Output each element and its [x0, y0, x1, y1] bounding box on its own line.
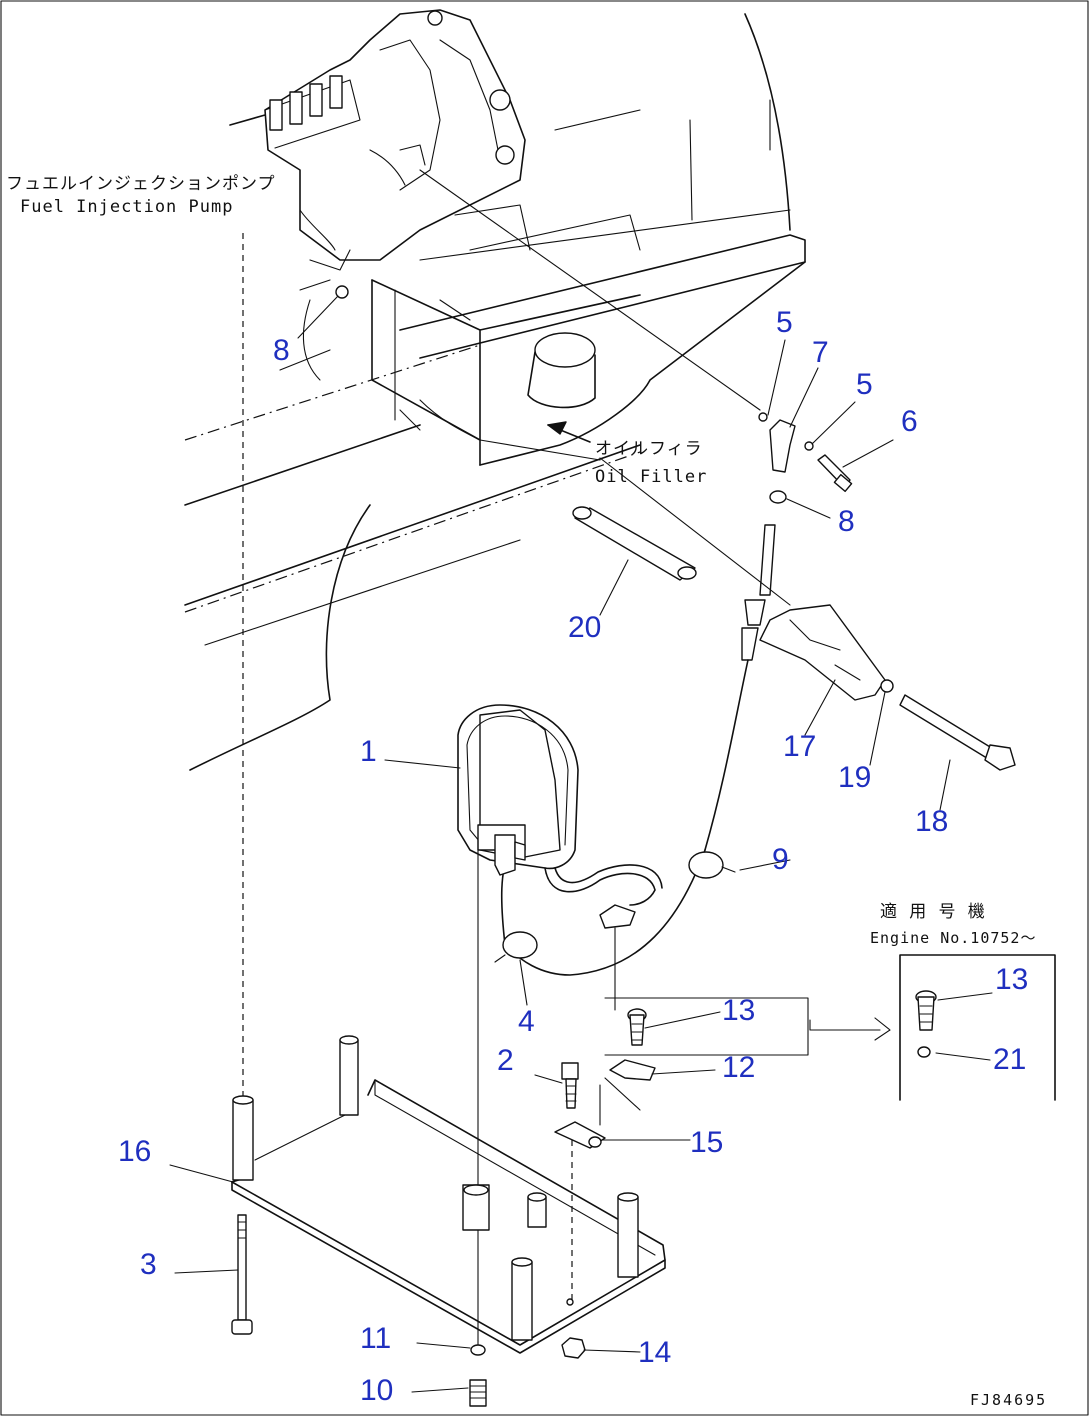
callout-19: 19 [838, 761, 872, 794]
fuel-injection-pump [229, 9, 526, 299]
callout-8-lower: 8 [838, 505, 855, 538]
nut-part-14 [561, 1337, 586, 1359]
callout-15: 15 [690, 1126, 724, 1159]
callout-3: 3 [140, 1248, 157, 1281]
callout-4: 4 [518, 1005, 535, 1038]
callout-2: 2 [497, 1044, 514, 1077]
sensor-unit-part-1 [457, 704, 663, 929]
callout-12: 12 [722, 1051, 756, 1084]
callout-13-main: 13 [722, 994, 756, 1027]
fuel-injection-pump-label-en: Fuel Injection Pump [20, 197, 234, 217]
oil-filler-label-jp: オイルフィラ [595, 439, 703, 459]
leader-lines [169, 295, 993, 1393]
bracket-part-17 [759, 604, 1016, 771]
bolt-part-10 [469, 1379, 487, 1407]
callout-5-lower: 5 [856, 368, 873, 401]
serial-applicability-label-en: Engine No.10752～ [870, 929, 1037, 947]
base-plate-part-16 [231, 1035, 666, 1354]
callout-8-upper: 8 [273, 334, 290, 367]
callout-16: 16 [118, 1135, 152, 1168]
callout-21: 21 [993, 1043, 1027, 1076]
bolt-part-2 [561, 1062, 579, 1109]
washer-part-11 [470, 1344, 486, 1356]
bracket-part-12 [599, 1059, 656, 1126]
throttle-cable [479, 412, 853, 976]
callout-6: 6 [901, 405, 918, 438]
engine-block [184, 13, 806, 771]
callout-7: 7 [812, 336, 829, 369]
callout-5-upper: 5 [776, 306, 793, 339]
callout-13-inset: 13 [995, 963, 1029, 996]
fuel-injection-pump-label-jp: フュエルインジェクションポンプ [6, 174, 276, 194]
callout-17: 17 [783, 730, 817, 763]
serial-inset [899, 954, 1056, 1101]
bolt-part-3 [231, 1214, 253, 1335]
callout-9: 9 [772, 843, 789, 876]
callout-10: 10 [360, 1374, 394, 1407]
bolt-part-13 [627, 1008, 647, 1046]
callout-11: 11 [360, 1322, 392, 1355]
callout-20: 20 [568, 611, 602, 644]
plate-part-15 [554, 1121, 606, 1149]
callout-18: 18 [915, 805, 949, 838]
drawing-code: FJ84695 [970, 1391, 1048, 1409]
callout-1: 1 [360, 735, 377, 768]
serial-applicability-label-jp: 適 用 号 機 [880, 902, 986, 922]
pipe-part-20 [572, 506, 697, 581]
callout-14: 14 [638, 1336, 672, 1369]
oil-filler-label-en: Oil Filler [595, 467, 708, 487]
